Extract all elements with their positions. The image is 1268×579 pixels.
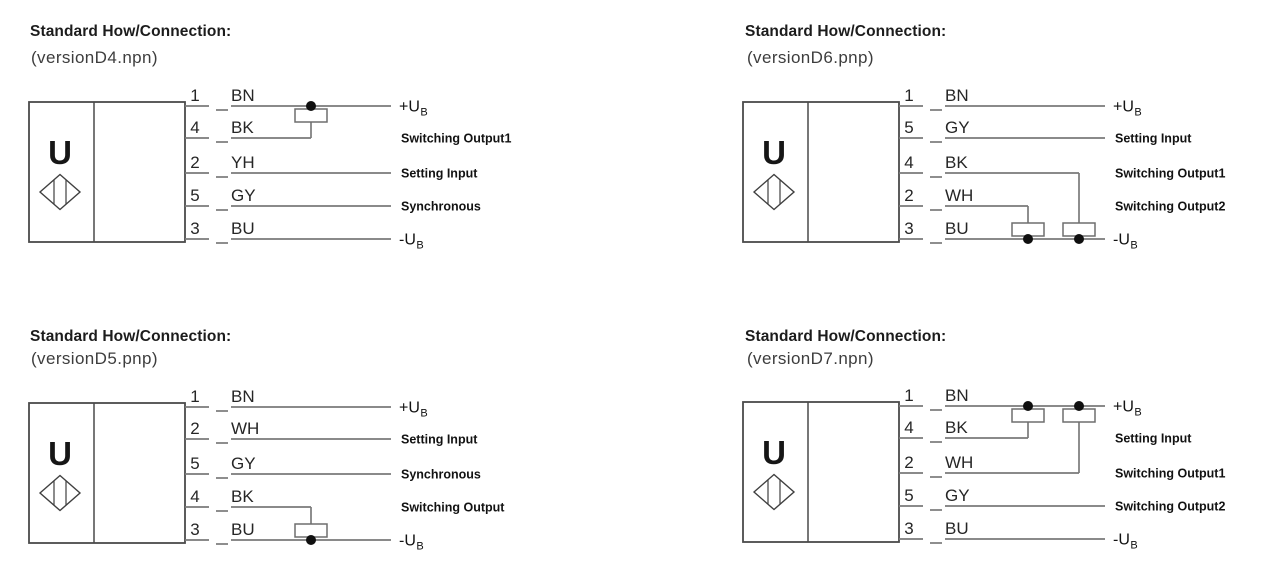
wire-color-code: BN — [945, 86, 969, 105]
supply-label: +UB — [1113, 399, 1142, 419]
pin-number: 3 — [904, 219, 913, 238]
sensor-letter: U — [48, 134, 72, 171]
diagram-version: (versionD7.npn) — [747, 349, 874, 368]
junction-dot — [1023, 401, 1033, 411]
junction-dot — [1074, 401, 1084, 411]
supply-label: +UB — [1113, 99, 1142, 119]
sensor-diamond-icon — [38, 474, 82, 512]
diagram-slot-top-right: Standard How/Connection: (versionD6.pnp)… — [634, 0, 1268, 290]
diagram-title: Standard How/Connection: — [30, 328, 232, 345]
wire-color-code: BU — [231, 219, 255, 238]
wire-color-code: BK — [231, 118, 254, 137]
diagram-title: Standard How/Connection: — [30, 23, 232, 40]
pin-number: 5 — [190, 186, 199, 205]
wire-color-code: GY — [945, 486, 970, 505]
pin-number: 2 — [190, 153, 199, 172]
pin-number: 3 — [190, 520, 199, 539]
pin-number: 4 — [190, 487, 199, 506]
wiring-diagram-svg: U 1 BN +UB 2 WH Setting Input 5 GY Synchronous 4 BK… — [28, 387, 505, 553]
sensor-box — [28, 101, 186, 243]
wire-color-code: YH — [231, 153, 255, 172]
signal-label: Switching Output2 — [1115, 500, 1225, 514]
pin-number: 2 — [904, 186, 913, 205]
signal-label: Switching Output — [401, 501, 505, 515]
wire-color-code: BK — [945, 418, 968, 437]
signal-label: Synchronous — [401, 468, 481, 482]
sensor-diamond-icon — [752, 473, 796, 511]
wiring-diagram-svg: U 1 BN +UB 5 GY Setting Input 4 BK Switching Outp… — [742, 86, 1225, 252]
wire-color-code: BK — [945, 153, 968, 172]
pin-number: 3 — [190, 219, 199, 238]
wire-color-code: BN — [231, 86, 255, 105]
supply-label: +UB — [399, 400, 428, 420]
wire-color-code: WH — [231, 419, 259, 438]
diagram-title: Standard How/Connection: — [745, 328, 947, 345]
supply-label: -UB — [399, 533, 424, 553]
diagram-slot-top-left: Standard How/Connection: (versionD4.npn)… — [0, 0, 634, 290]
pin-number: 2 — [190, 419, 199, 438]
signal-label: Setting Input — [401, 433, 478, 447]
diagram-slot-bottom-right: Standard How/Connection: (versionD7.npn)… — [634, 290, 1268, 579]
junction-dot — [1023, 234, 1033, 244]
diagram-version: (versionD5.pnp) — [31, 349, 158, 368]
signal-label: Switching Output2 — [1115, 200, 1225, 214]
supply-label: -UB — [1113, 232, 1138, 252]
wire-color-code: GY — [231, 454, 256, 473]
junction-dot — [306, 101, 316, 111]
sensor-letter: U — [762, 434, 786, 471]
supply-label: -UB — [1113, 532, 1138, 552]
supply-label: +UB — [399, 99, 428, 119]
signal-label: Switching Output1 — [1115, 167, 1225, 181]
diagram-slot-bottom-left: Standard How/Connection: (versionD5.pnp)… — [0, 290, 634, 579]
wire-color-code: BN — [945, 386, 969, 405]
diagram-title: Standard How/Connection: — [745, 23, 947, 40]
junction-dot — [1074, 234, 1084, 244]
wire-color-code: GY — [945, 118, 970, 137]
pin-number: 2 — [904, 453, 913, 472]
sensor-box — [28, 402, 186, 544]
signal-label: Setting Input — [401, 167, 478, 181]
pin-number: 4 — [190, 118, 199, 137]
pin-number: 5 — [904, 118, 913, 137]
wire-color-code: BU — [945, 519, 969, 538]
pin-number: 1 — [190, 387, 199, 406]
pin-number: 5 — [904, 486, 913, 505]
wiring-diagram-svg: U 1 BN +UB 4 BK Switching Output1 2 YH Setting In… — [28, 86, 511, 252]
wiring-diagram-svg: U 1 BN +UB 4 BK Setting Input 2 WH Switching Outp… — [742, 386, 1225, 552]
pin-number: 3 — [904, 519, 913, 538]
pin-number: 1 — [904, 386, 913, 405]
pin-number: 5 — [190, 454, 199, 473]
wire-color-code: WH — [945, 186, 973, 205]
pin-number: 1 — [904, 86, 913, 105]
wire-color-code: GY — [231, 186, 256, 205]
signal-label: Setting Input — [1115, 432, 1192, 446]
junction-dot — [306, 535, 316, 545]
signal-label: Synchronous — [401, 200, 481, 214]
wire-color-code: BK — [231, 487, 254, 506]
wire-color-code: BN — [231, 387, 255, 406]
wire-color-code: WH — [945, 453, 973, 472]
diagram-version: (versionD4.npn) — [31, 48, 158, 67]
wire-color-code: BU — [945, 219, 969, 238]
sensor-letter: U — [48, 435, 72, 472]
sensor-letter: U — [762, 134, 786, 171]
wire-color-code: BU — [231, 520, 255, 539]
pin-number: 1 — [190, 86, 199, 105]
sensor-box — [742, 101, 900, 243]
pin-number: 4 — [904, 153, 913, 172]
pin-number: 4 — [904, 418, 913, 437]
signal-label: Setting Input — [1115, 132, 1192, 146]
supply-label: -UB — [399, 232, 424, 252]
signal-label: Switching Output1 — [1115, 467, 1225, 481]
sensor-diamond-icon — [752, 173, 796, 211]
sensor-box — [742, 401, 900, 543]
diagram-version: (versionD6.pnp) — [747, 48, 874, 67]
sensor-diamond-icon — [38, 173, 82, 211]
signal-label: Switching Output1 — [401, 132, 511, 146]
